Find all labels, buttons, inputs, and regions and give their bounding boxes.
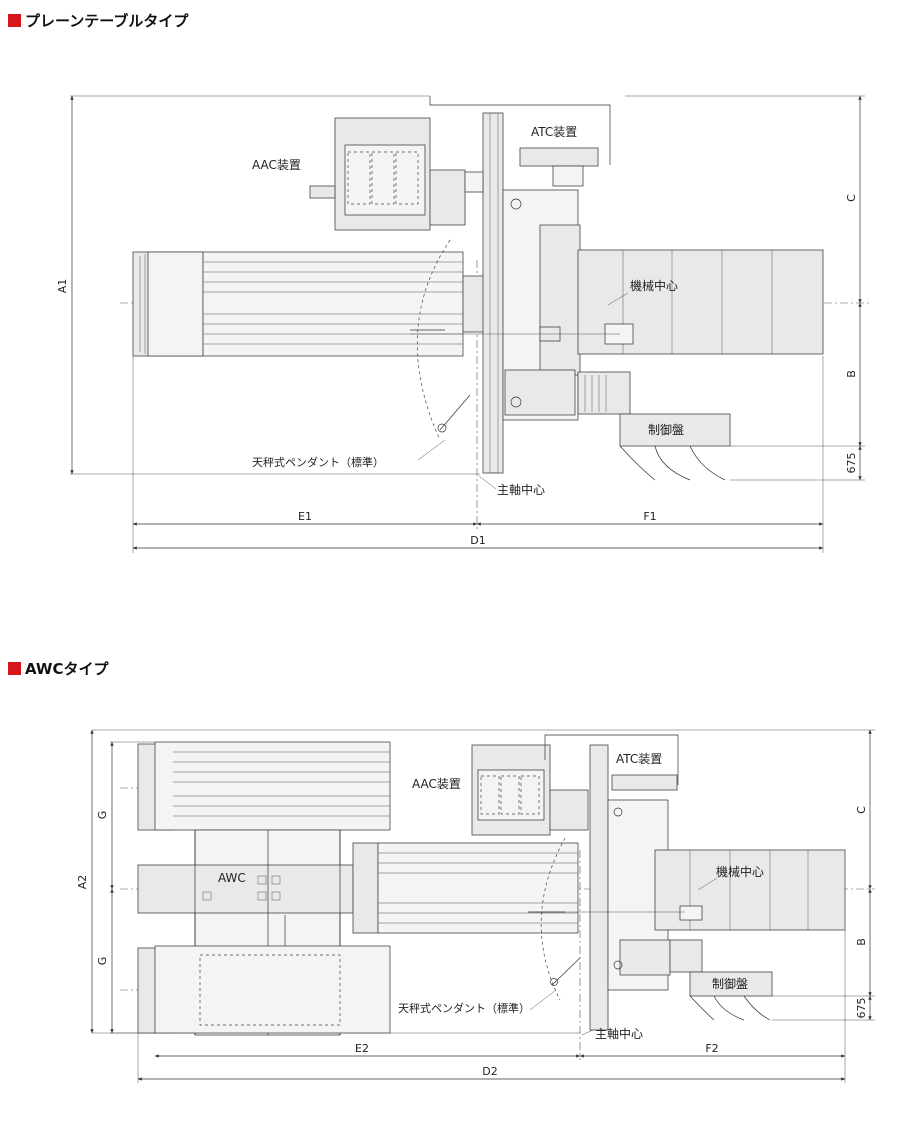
plain-table: [132, 251, 504, 357]
awc-machine-center-label: 機械中心: [716, 864, 764, 879]
plain-machine-center-label: 機械中心: [630, 278, 678, 293]
plain-dim-d1: D1: [470, 534, 485, 547]
awc-control-panel: [689, 971, 875, 1021]
plain-dim-e1: E1: [298, 510, 312, 523]
awc-pendant: [528, 837, 581, 1001]
awc-spindle-center-label: 主軸中心: [595, 1026, 643, 1041]
awc-dim-b: B: [855, 938, 868, 946]
plain-table-diagram: [70, 95, 870, 553]
awc-dim-a2: A2: [76, 875, 89, 890]
awc-dim-g2: G: [96, 957, 109, 966]
awc-atc-unit: [544, 734, 679, 791]
awc-pendant-label: 天秤式ペンダント（標準）: [398, 1001, 530, 1015]
awc-dim-c: C: [855, 806, 868, 814]
awc-body: [530, 849, 846, 931]
awc-table: [352, 842, 579, 934]
plain-aac-unit: [309, 117, 484, 231]
awc-label: AWC: [218, 871, 246, 885]
plain-atc-label: ATC装置: [531, 125, 577, 139]
plain-dim-c: C: [845, 194, 858, 202]
awc-dim-675: 675: [855, 998, 868, 1019]
plain-spindle-center-label: 主軸中心: [497, 482, 545, 497]
plain-control-panel-label: 制御盤: [648, 422, 684, 437]
plain-pendant-label: 天秤式ペンダント（標準）: [252, 455, 384, 469]
awc-column: [589, 744, 703, 1031]
awc-upper-pallet: [137, 741, 391, 831]
awc-dim-d2: D2: [482, 1065, 497, 1078]
plain-aac-label: AAC装置: [252, 158, 301, 172]
awc-control-panel-label: 制御盤: [712, 976, 748, 991]
awc-aac-label: AAC装置: [412, 777, 461, 791]
section-title-plain-text: プレーンテーブルタイプ: [25, 12, 189, 30]
awc-dim-g1: G: [96, 811, 109, 820]
plain-pendant: [410, 239, 471, 441]
plain-atc-unit: [429, 96, 611, 187]
awc-lower-pallet: [137, 945, 391, 1034]
awc-atc-label: ATC装置: [616, 752, 662, 766]
section-title-awc-text: AWCタイプ: [25, 660, 109, 678]
awc-dim-f2: F2: [705, 1042, 718, 1055]
awc-diagram: [90, 729, 875, 1083]
plain-dim-f1: F1: [643, 510, 656, 523]
plain-body: [410, 249, 824, 355]
plain-column: [482, 112, 631, 474]
awc-dim-e2: E2: [355, 1042, 369, 1055]
plain-dim-b: B: [845, 370, 858, 378]
section-title-awc: AWCタイプ: [8, 658, 109, 679]
red-square-icon: [8, 14, 21, 27]
plain-dim-675: 675: [845, 453, 858, 474]
section-title-plain: プレーンテーブルタイプ: [8, 10, 188, 31]
red-square-icon: [8, 662, 21, 675]
plain-dim-a1: A1: [56, 279, 69, 294]
awc-aac-unit: [471, 744, 589, 836]
plain-control-panel: [619, 413, 865, 481]
